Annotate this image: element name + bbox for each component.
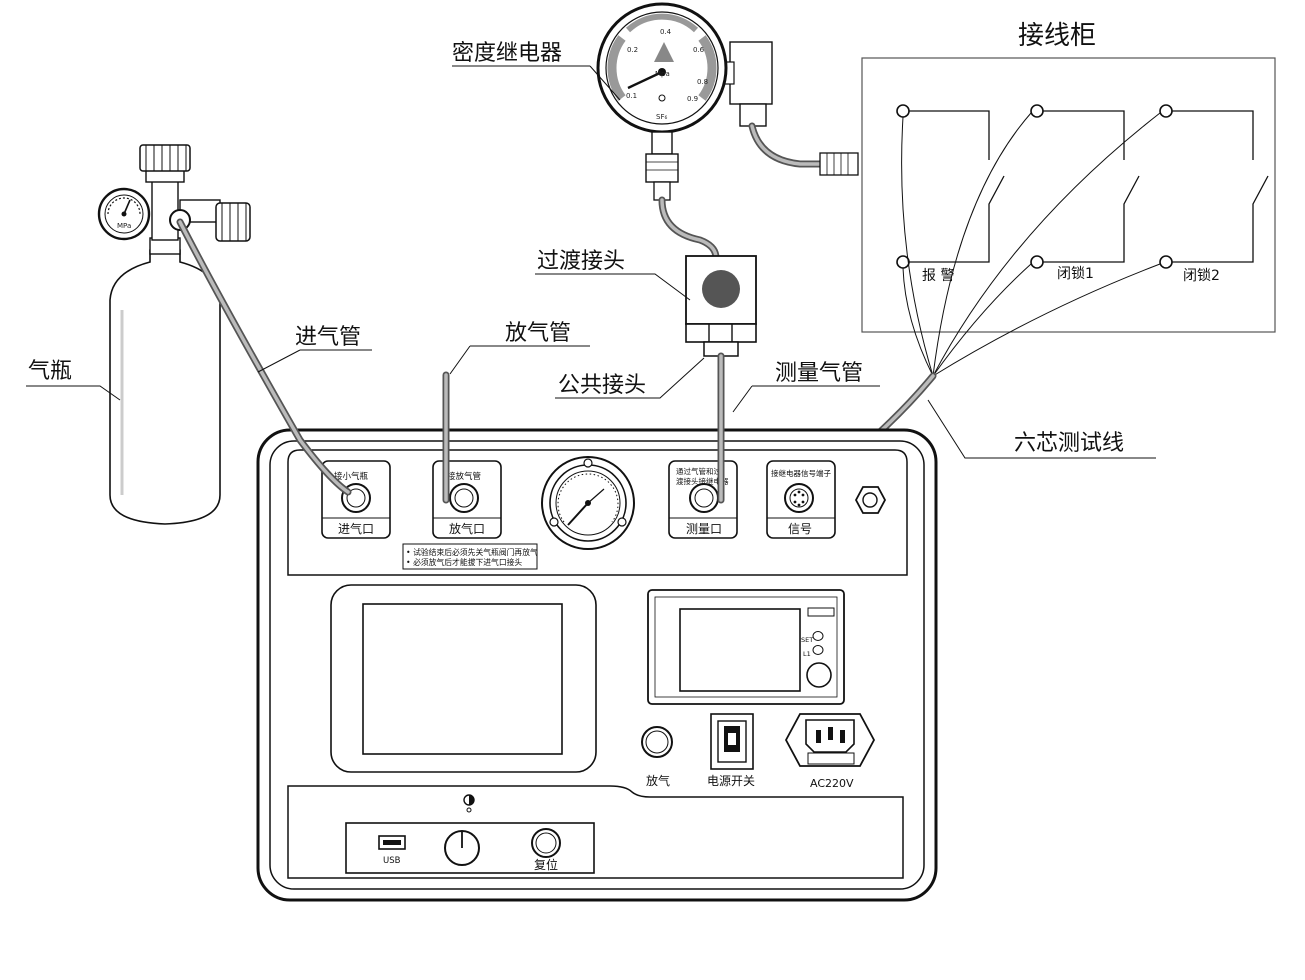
usb-label: USB [383,856,401,866]
main-display [330,584,597,773]
inlet-port-hint: 接小气瓶 [334,471,369,482]
power-socket-label: AC220V [810,777,854,790]
relay-gauge-gas: SF₆ [656,113,667,121]
measure-port-hint-2: 渡接头接继电器 [676,476,729,486]
bottle-pressure-gauge-icon: MPa [97,187,151,241]
label-density-relay: 密度继电器 [452,41,562,66]
signal-port-hint: 接继电器信号端子 [771,468,831,478]
usb-port[interactable]: USB [378,835,406,866]
callout-leaders [26,65,1156,459]
warning-line-2: • 必须放气后才能拔下进气口接头 [406,557,522,567]
signal-port[interactable]: 接继电器信号端子 信号 [766,460,836,539]
reset-button[interactable]: 复位 [531,828,561,872]
panel-pressure-gauge-icon [541,456,635,550]
label-gas-bottle: 气瓶 [28,359,72,384]
relay-tick-2: 0.4 [660,28,672,36]
reset-button-label: 复位 [534,857,558,872]
measure-port-label: 测量口 [686,522,722,536]
inlet-port-label: 进气口 [338,521,374,536]
terminal-label-alarm: 报 警 [922,268,954,284]
warning-line-1: • 试验结束后必须先关气瓶阀门再放气 [406,547,538,557]
contrast-icon [463,794,475,813]
vent-button[interactable]: 放气 [641,726,673,788]
vent-port-label: 放气口 [449,521,485,536]
contrast-knob[interactable] [444,830,480,866]
test-instrument: 接小气瓶 进气口 接放气管 放气口 [256,428,938,902]
label-inlet-pipe: 进气管 [295,325,361,350]
vent-port-hint: 接放气管 [447,471,481,482]
label-measure-pipe: 测量气管 [775,361,863,386]
terminal-lock-2 [1159,104,1269,269]
power-socket: AC220V [784,713,876,790]
measure-port[interactable]: 通过气管和过 渡接头接继电器 测量口 [668,460,738,539]
terminal-label-lock-2: 闭锁2 [1183,268,1220,284]
relay-tick-0: 0.1 [626,92,637,100]
power-switch-label: 电源开关 [707,774,755,788]
measure-port-hint-1: 通过气管和过 [676,466,721,476]
controller-key-set[interactable] [812,631,824,641]
density-relay: 0.1 0.2 0.4 0.6 0.8 0.9 Mpa SF₆ [596,2,859,201]
vent-button-label: 放气 [646,773,670,788]
terminal-label-lock-1: 闭锁1 [1057,266,1094,282]
temperature-controller: SET L1 [647,589,845,705]
label-common-joint: 公共接头 [558,373,646,398]
warning-note: • 试验结束后必须先关气瓶阀门再放气 • 必须放气后才能拔下进气口接头 [402,543,538,570]
terminal-lock-1 [1030,104,1140,269]
cabinet-title: 接线柜 [1018,21,1096,51]
signal-port-label: 信号 [788,522,812,536]
panel-fitting-icon [854,486,887,514]
transition-joint [685,255,757,357]
power-switch[interactable]: 电源开关 [707,713,755,788]
label-transition-joint: 过渡接头 [537,249,625,274]
controller-key-l1-label: L1 [803,650,811,658]
controller-key-l1[interactable] [812,645,824,655]
controller-knob[interactable] [806,662,832,688]
terminal-alarm [896,104,1005,269]
bottle-gauge-unit: MPa [117,222,131,230]
relay-gauge-unit: Mpa [655,70,670,78]
inlet-pipe [176,218,352,496]
relay-tick-3: 0.6 [693,46,705,54]
label-six-core-wire: 六芯测试线 [1014,431,1124,456]
gas-bottle: MPa [97,144,251,525]
wiring-cabinet: 接线柜 报 警 闭锁1 闭锁2 [861,21,1276,333]
vent-port[interactable]: 接放气管 放气口 [432,460,502,539]
controller-key-set-label: SET [801,636,813,644]
relay-tick-4: 0.8 [697,78,708,86]
label-vent-pipe: 放气管 [505,321,571,346]
relay-tick-5: 0.9 [687,95,698,103]
inlet-port[interactable]: 接小气瓶 进气口 [321,460,391,539]
relay-tick-1: 0.2 [627,46,638,54]
